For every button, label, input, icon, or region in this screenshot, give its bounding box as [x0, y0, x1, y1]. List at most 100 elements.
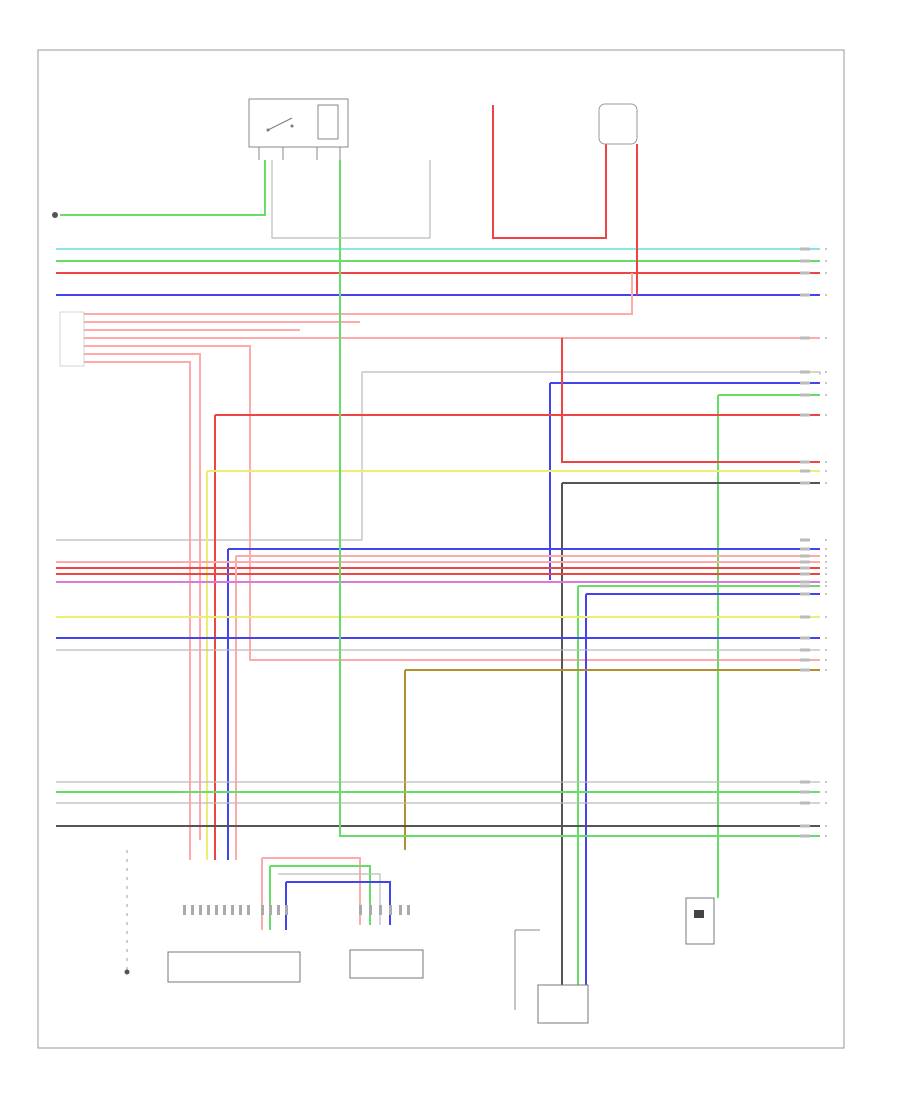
terminal-dot — [825, 555, 827, 557]
wire-gray — [362, 371, 821, 375]
wire-end-tag — [800, 580, 810, 584]
wire-end-tag — [800, 413, 810, 417]
wire-end-tag — [800, 460, 810, 464]
relay-box — [248, 98, 349, 160]
wire-end-tag — [800, 584, 810, 588]
wire-end-tag — [800, 801, 810, 805]
wire-end-tag — [800, 824, 810, 828]
terminal-dot — [825, 791, 827, 793]
wire-tags-layer — [183, 247, 827, 915]
connector-pin — [399, 905, 402, 915]
terminal-dot — [825, 548, 827, 550]
connector-pin — [223, 905, 226, 915]
switch-icon — [694, 910, 704, 918]
connector-pin — [369, 905, 372, 915]
connector-bottom-left — [167, 951, 301, 983]
left-connector-block — [59, 311, 85, 367]
wire-end-tag — [800, 336, 810, 340]
wire-end-tag — [800, 566, 810, 570]
wire-end-tag — [800, 780, 810, 784]
terminal-dot — [825, 260, 827, 262]
wire-red — [492, 105, 607, 239]
terminal-dot — [825, 581, 827, 583]
connector-pin — [285, 905, 288, 915]
terminal-dot — [825, 394, 827, 396]
connector-pin — [269, 905, 272, 915]
terminal-dot — [825, 659, 827, 661]
wire-end-tag — [800, 658, 810, 662]
connector-pin — [379, 905, 382, 915]
wire-end-tag — [800, 259, 810, 263]
connector-pin — [389, 905, 392, 915]
terminal-dot — [825, 294, 827, 296]
connector-pin — [239, 905, 242, 915]
terminal-dot — [825, 539, 827, 541]
terminal-dot — [825, 272, 827, 274]
terminal-dot — [825, 371, 827, 373]
wire-end-tag — [800, 615, 810, 619]
terminal-dot — [825, 585, 827, 587]
connector-pin — [207, 905, 210, 915]
wire-pink — [84, 353, 201, 840]
ground-point-bottom — [124, 850, 130, 975]
diagram-frame — [37, 49, 845, 1049]
connector-pin — [231, 905, 234, 915]
wire-end-tag — [800, 538, 810, 542]
wire-end-tag — [800, 293, 810, 297]
connector-pin — [183, 905, 186, 915]
terminal-dot — [825, 616, 827, 618]
wire-end-tag — [800, 834, 810, 838]
connector-pin — [359, 905, 362, 915]
switch-box — [685, 897, 715, 945]
wire-end-tag — [800, 547, 810, 551]
connector-pin — [407, 905, 410, 915]
terminal-dot — [825, 573, 827, 575]
ground-icon — [52, 212, 58, 218]
wire-end-tag — [800, 381, 810, 385]
wire-end-tag — [800, 481, 810, 485]
wire-gray — [271, 160, 431, 239]
terminal-dot — [825, 781, 827, 783]
wire-end-tag — [800, 648, 810, 652]
wire-pink — [84, 273, 633, 315]
relay-coil — [317, 104, 339, 140]
ground-point-left — [52, 212, 58, 218]
connector-bottom-right — [514, 929, 589, 1024]
terminal-dot — [825, 382, 827, 384]
terminal-dot — [825, 414, 827, 416]
wire-end-tag — [800, 560, 810, 564]
terminal-dot — [825, 649, 827, 651]
wire-end-tag — [800, 370, 810, 374]
ground-icon — [124, 969, 130, 975]
relay-contact — [267, 117, 293, 131]
wire-end-tag — [800, 636, 810, 640]
connector-pin — [199, 905, 202, 915]
wire-pink — [262, 857, 361, 925]
right-connector — [598, 103, 638, 145]
connector-pin — [215, 905, 218, 915]
wire-green — [339, 160, 820, 837]
connector-pin — [277, 905, 280, 915]
wires-layer — [56, 105, 821, 985]
terminal-dot — [825, 470, 827, 472]
wire-end-tag — [800, 393, 810, 397]
terminal-dot — [825, 482, 827, 484]
wire-pink — [84, 361, 191, 860]
wire-blue — [286, 881, 391, 925]
connector-pin — [261, 905, 264, 915]
wire-end-tag — [800, 572, 810, 576]
wire-end-tag — [800, 271, 810, 275]
connector-pin — [247, 905, 250, 915]
terminal-dot — [825, 593, 827, 595]
terminal-dot — [825, 835, 827, 837]
connector-pin — [191, 905, 194, 915]
connector-bottom-center — [349, 949, 424, 979]
terminal-dot — [825, 337, 827, 339]
terminal-dot — [825, 669, 827, 671]
terminal-dot — [825, 637, 827, 639]
wire-end-tag — [800, 592, 810, 596]
wire-end-tag — [800, 790, 810, 794]
terminal-dot — [825, 561, 827, 563]
wire-end-tag — [800, 668, 810, 672]
